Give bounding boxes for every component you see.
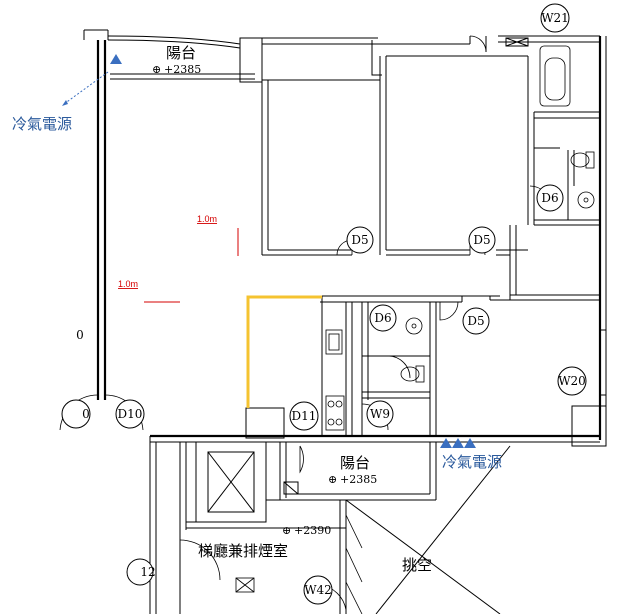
- tags: W21 D6 D5 D5 D5 D6 W20 W9: [61, 3, 587, 605]
- ac-power-label-right: 冷氣電源: [442, 454, 502, 471]
- tag-d5-b: D5: [468, 226, 496, 254]
- tag-w21: W21: [540, 3, 570, 33]
- room-label-void: 挑空: [402, 556, 432, 574]
- kitchen-sink-fixture: [325, 329, 343, 355]
- stove-fixture: [325, 395, 345, 431]
- tag-d5-c: D5: [462, 307, 490, 335]
- svg-text:D10: D10: [118, 407, 143, 421]
- tag-12: 12: [126, 558, 156, 586]
- tag-d10: D10: [115, 399, 145, 429]
- drain-fixture: [235, 577, 255, 593]
- tag-d5-a: D5: [346, 226, 374, 254]
- elevation-mark-hall: ⊕: [282, 524, 291, 537]
- ac-power-markers: 冷氣電源 冷氣電源: [12, 54, 502, 471]
- svg-text:W9: W9: [370, 407, 390, 421]
- ac-power-label-left: 冷氣電源: [12, 116, 72, 133]
- tag-d6-mid: D6: [369, 304, 397, 332]
- fixtures: [235, 45, 595, 593]
- svg-text:D5: D5: [467, 314, 484, 328]
- svg-text:D6: D6: [541, 191, 558, 205]
- svg-text:D5: D5: [473, 233, 490, 247]
- svg-text:W21: W21: [541, 11, 569, 25]
- svg-text:D5: D5: [351, 233, 368, 247]
- dimension-label-upper: 1.0m: [197, 214, 217, 224]
- power-triangle-icon: [452, 438, 464, 448]
- dimension-label-lower: 1.0m: [118, 279, 138, 289]
- svg-text:W42: W42: [304, 583, 332, 597]
- room-label-balcony-bottom: 陽台: [340, 454, 370, 472]
- tag-w9: W9: [366, 400, 394, 428]
- toilet-mid-fixture: [400, 366, 420, 382]
- elevation-balcony-top: +2385: [164, 63, 201, 76]
- tag-left-cut: 0: [61, 399, 91, 429]
- tag-w42: W42: [303, 575, 333, 605]
- svg-text:12: 12: [140, 565, 155, 579]
- elevation-mark-balcony-bottom: ⊕: [328, 473, 337, 486]
- power-triangle-icon: [440, 438, 452, 448]
- svg-text:W20: W20: [558, 374, 586, 388]
- toilet-fixture: [570, 152, 590, 168]
- tag-d6-right: D6: [536, 184, 564, 212]
- dimension-marks: 1.0m 1.0m: [118, 214, 239, 303]
- power-triangle-icon: [110, 54, 122, 64]
- highlight-boundary: [246, 295, 322, 408]
- basin-fixture: [577, 191, 595, 209]
- elevation-mark-balcony-top: ⊕: [152, 63, 161, 76]
- svg-text:D6: D6: [374, 311, 391, 325]
- power-triangle-icon: [464, 438, 476, 448]
- room-label-elevator-hall: 梯廳兼排煙室: [198, 542, 288, 560]
- tag-w20: W20: [557, 366, 587, 396]
- elevation-hall: +2390: [294, 524, 331, 537]
- elevation-balcony-bottom: +2385: [340, 473, 377, 486]
- tag-d11: D11: [289, 401, 319, 431]
- tag-left-edge-0: 0: [76, 328, 84, 342]
- room-labels: 陽台 ⊕ +2385 陽台 ⊕ +2385 ⊕ +2390 梯廳兼排煙室 挑空: [152, 44, 432, 574]
- svg-text:D11: D11: [292, 409, 317, 423]
- svg-text:0: 0: [82, 407, 90, 421]
- bathtub-fixture: [539, 45, 571, 107]
- walls: [83, 29, 607, 614]
- room-label-balcony-top: 陽台: [166, 44, 196, 62]
- basin-mid-fixture: [405, 317, 423, 335]
